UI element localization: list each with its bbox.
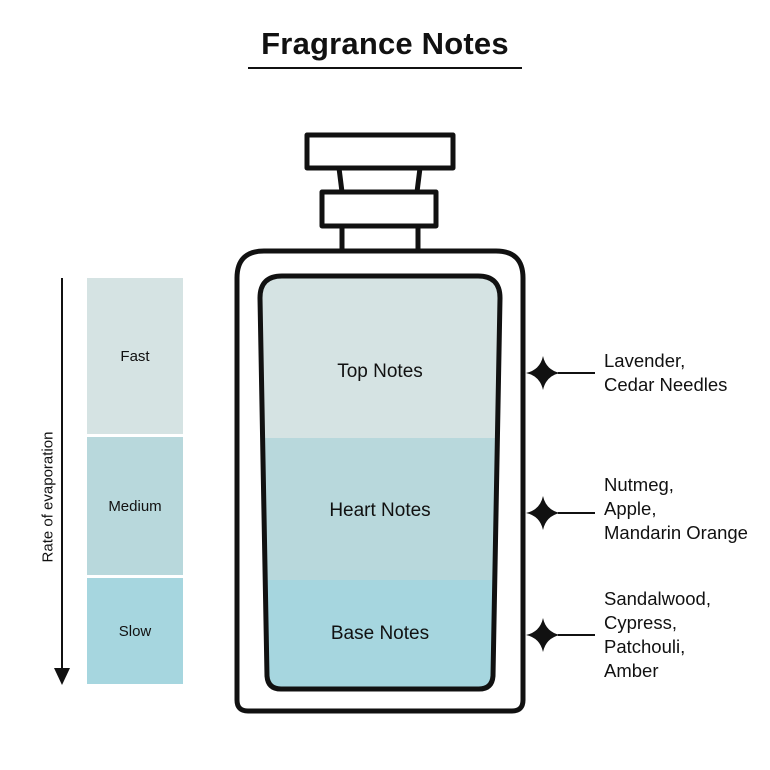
page-title: Fragrance Notes — [261, 26, 509, 61]
rate-label-medium: Medium — [108, 497, 162, 515]
bottle-cap — [304, 132, 456, 255]
bottle-liquid — [260, 276, 500, 689]
sparkle-icon — [526, 618, 595, 652]
ingredient: Amber — [604, 660, 659, 681]
layer-label-base-notes: Base Notes — [330, 623, 430, 644]
ingredients-heart-notes: Nutmeg, Apple, Mandarin Orange — [604, 473, 748, 545]
ingredients-base-notes: Sandalwood, Cypress, Patchouli, Amber — [604, 587, 711, 683]
rate-block-fast — [87, 278, 183, 434]
rate-block-slow — [87, 578, 183, 684]
rate-label-fast: Fast — [120, 347, 150, 365]
layer-heart-notes — [260, 438, 500, 580]
axis-label: Rate of evaporation — [39, 431, 57, 563]
ingredient: Apple, — [604, 498, 657, 519]
arrow-down-icon — [54, 278, 70, 685]
layer-label-heart-notes: Heart Notes — [329, 500, 431, 521]
ingredient: Cypress, — [604, 612, 677, 633]
layer-label-top-notes: Top Notes — [337, 361, 423, 382]
ingredient: Patchouli, — [604, 636, 686, 657]
rate-label-slow: Slow — [118, 622, 152, 640]
title-underline — [248, 67, 522, 69]
sparkle-icon — [526, 356, 595, 390]
ingredient: Lavender, — [604, 350, 686, 371]
ingredient: Nutmeg, — [604, 474, 674, 495]
layer-base-notes — [260, 580, 500, 689]
ingredient: Cedar Needles — [604, 374, 728, 395]
rate-block-medium — [87, 437, 183, 575]
layer-top-notes — [260, 276, 500, 438]
bottle-inner — [257, 273, 503, 692]
ingredient: Mandarin Orange — [604, 522, 748, 543]
sparkle-icon — [526, 496, 595, 530]
ingredient: Sandalwood, — [604, 588, 711, 609]
ingredients-top-notes: Lavender, Cedar Needles — [604, 349, 727, 397]
